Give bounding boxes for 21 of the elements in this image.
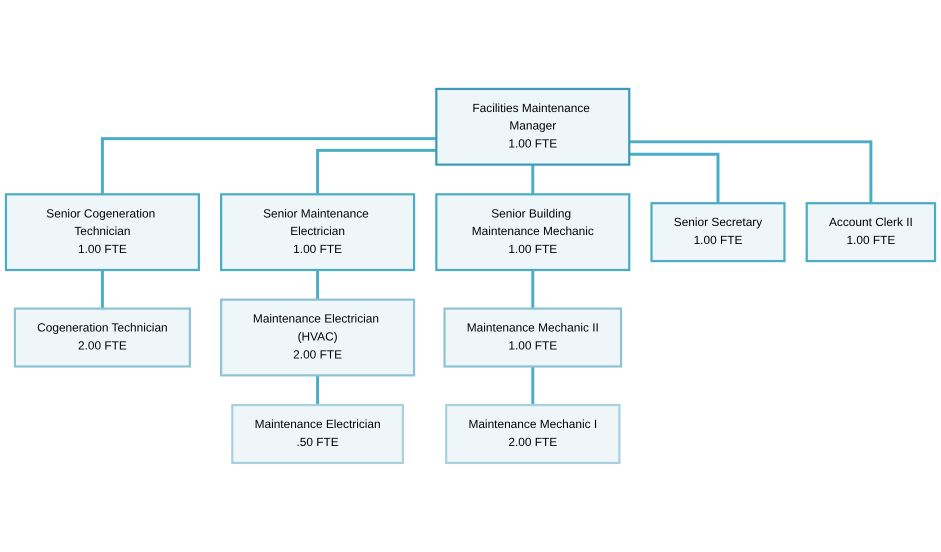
connector xyxy=(629,152,720,204)
connector xyxy=(316,374,320,406)
connector xyxy=(100,268,104,309)
node-box: Senior Cogeneration Technician 1.00 FTE xyxy=(4,193,200,272)
connector xyxy=(100,137,436,194)
connector xyxy=(531,268,534,309)
connector xyxy=(316,268,320,300)
connector xyxy=(531,163,534,194)
connector xyxy=(316,148,436,194)
node-box: Cogeneration Technician 2.00 FTE xyxy=(14,308,192,368)
node-box: Account Clerk II 1.00 FTE xyxy=(806,202,936,262)
node-box: Senior Secretary 1.00 FTE xyxy=(650,202,786,262)
node-box: Senior Maintenance Electrician 1.00 FTE xyxy=(220,193,416,272)
node-box: Facilities Maintenance Manager 1.00 FTE xyxy=(435,88,630,166)
node-box: Maintenance Mechanic II 1.00 FTE xyxy=(443,308,622,368)
node-box: Senior Building Maintenance Mechanic 1.00 FTE xyxy=(435,193,630,272)
connector xyxy=(629,140,872,204)
node-box: Maintenance Electrician .50 FTE xyxy=(231,404,404,464)
node-box: Maintenance Mechanic I 2.00 FTE xyxy=(445,404,621,464)
node-box: Maintenance Electrician (HVAC) 2.00 FTE xyxy=(220,298,416,377)
connector xyxy=(531,365,534,406)
